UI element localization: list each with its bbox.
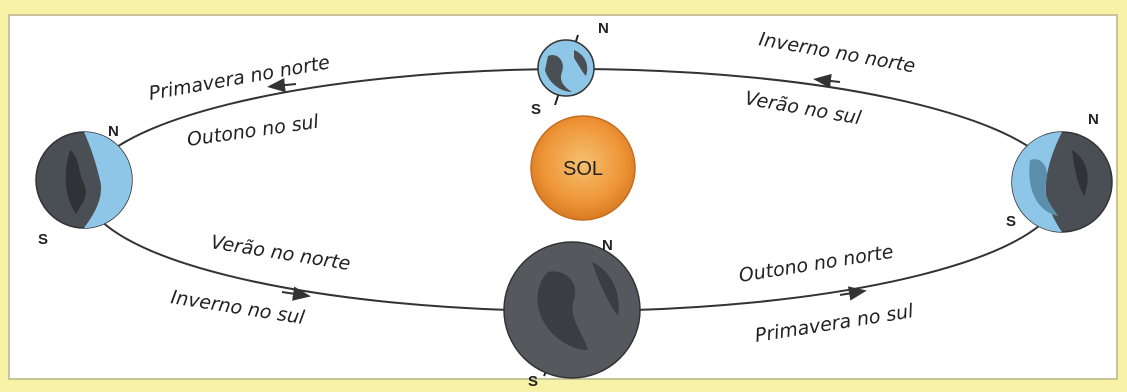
south-label-right: S — [1006, 213, 1016, 230]
south-label-bottom: S — [528, 373, 538, 390]
orbit-arrow-top-left — [267, 77, 297, 93]
south-label-left: S — [38, 231, 48, 248]
sun-label: SOL — [563, 158, 603, 180]
north-label-right: N — [1088, 111, 1099, 128]
earth-bottom: N S — [503, 237, 641, 390]
earth-right: N S — [1006, 111, 1113, 233]
label-inverno-norte: Inverno no norte — [757, 28, 917, 77]
label-primavera-sul: Primavera no sul — [753, 300, 915, 347]
north-label-left: N — [108, 123, 119, 140]
north-label-bottom: N — [602, 237, 613, 254]
label-primavera-norte: Primavera no norte — [147, 51, 331, 105]
south-label-top: S — [531, 101, 541, 118]
label-outono-norte: Outono no norte — [737, 241, 895, 287]
earth-top: N S — [531, 20, 609, 118]
label-outono-sul: Outono no sul — [186, 111, 321, 151]
orbit-arrow-top-right — [813, 73, 841, 89]
earth-left: N S — [35, 123, 133, 248]
orbit-arrow-bottom-right — [839, 286, 867, 301]
north-label-top: N — [598, 20, 609, 37]
label-verao-sul: Verão no sul — [743, 87, 863, 129]
sun: SOL — [530, 115, 636, 221]
orbit-arrow-bottom-left — [281, 286, 311, 301]
label-verao-norte: Verão no norte — [209, 231, 352, 275]
